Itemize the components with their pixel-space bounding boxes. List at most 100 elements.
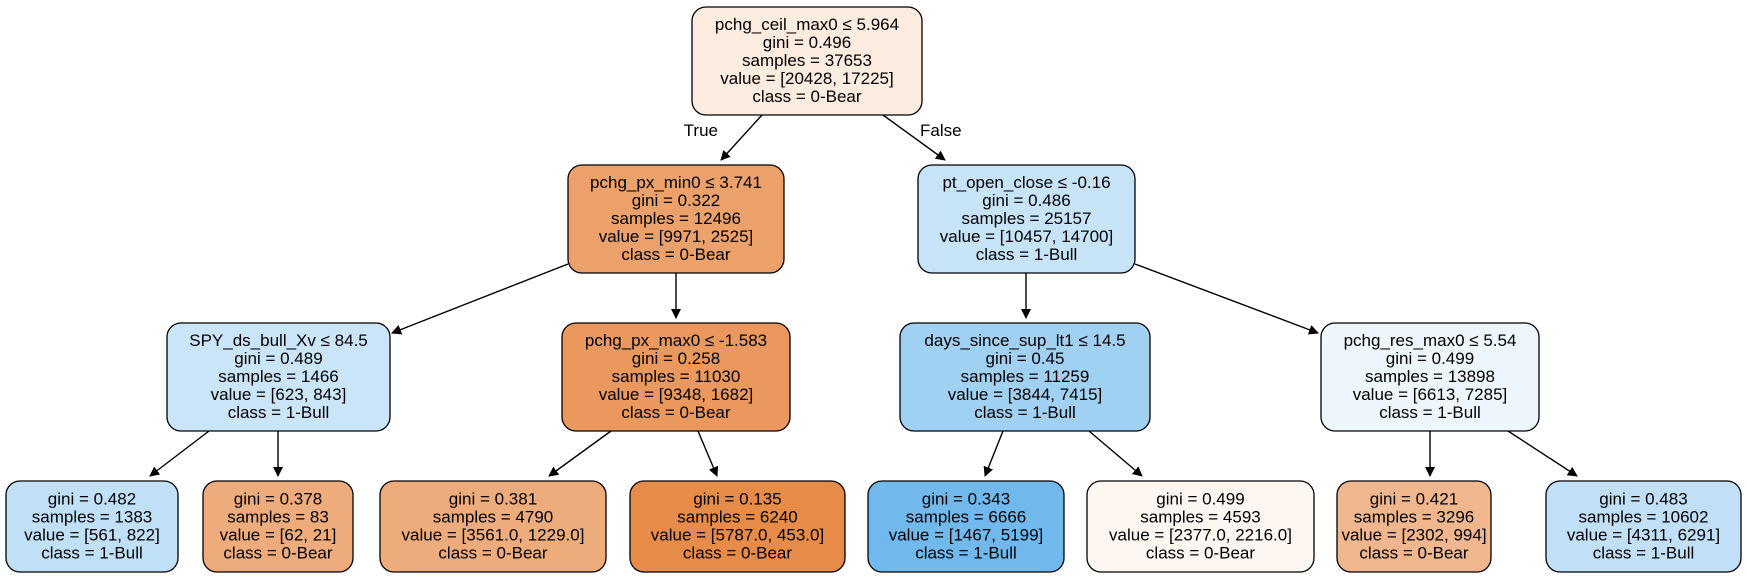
- node-gini: gini = 0.258: [632, 349, 720, 368]
- node-class: class = 1-Bull: [228, 403, 330, 422]
- edge-arrow-line: [1507, 430, 1578, 477]
- edge-label-false: False: [920, 121, 962, 140]
- node-gini: gini = 0.322: [632, 191, 720, 210]
- tree-edge-n5-n12: [1088, 430, 1143, 477]
- edge-arrow-line: [720, 114, 763, 161]
- node-gini: gini = 0.499: [1156, 490, 1244, 509]
- node-value: value = [10457, 14700]: [940, 227, 1113, 246]
- node-box: [1545, 480, 1742, 573]
- node-value: value = [2302, 994]: [1341, 526, 1486, 545]
- node-box: [1086, 480, 1315, 573]
- node-class: class = 1-Bull: [1593, 544, 1695, 563]
- node-value: value = [3844, 7415]: [948, 385, 1103, 404]
- node-box: [629, 480, 846, 573]
- node-gini: gini = 0.421: [1370, 490, 1458, 509]
- node-samples: samples = 3296: [1354, 508, 1475, 527]
- node-class: class = 1-Bull: [974, 403, 1076, 422]
- edge-arrow-line: [697, 430, 719, 477]
- node-value: value = [561, 822]: [24, 526, 160, 545]
- node-value: value = [2377.0, 2216.0]: [1109, 526, 1292, 545]
- node-class: class = 0-Bear: [223, 544, 332, 563]
- node-samples: samples = 4790: [433, 508, 554, 527]
- node-class: class = 1-Bull: [976, 245, 1078, 264]
- node-box: [5, 480, 179, 573]
- node-box: [1320, 322, 1540, 432]
- node-class: class = 1-Bull: [915, 544, 1017, 563]
- tree-edge-n6-n14: [1507, 430, 1578, 477]
- node-samples: samples = 1383: [32, 508, 153, 527]
- node-value: value = [5787.0, 453.0]: [651, 526, 824, 545]
- node-gini: gini = 0.496: [763, 33, 851, 52]
- node-gini: gini = 0.486: [982, 191, 1070, 210]
- node-class: class = 0-Bear: [1359, 544, 1468, 563]
- node-value: value = [9971, 2525]: [599, 227, 754, 246]
- node-value: value = [1467, 5199]: [889, 526, 1044, 545]
- node-samples: samples = 10602: [1579, 508, 1709, 527]
- node-samples: samples = 6240: [677, 508, 798, 527]
- node-box: [567, 164, 785, 274]
- node-gini: gini = 0.135: [693, 490, 781, 509]
- edge-arrow-line: [1088, 430, 1143, 477]
- node-split-rule: days_since_sup_lt1 ≤ 14.5: [924, 331, 1125, 350]
- node-box: [867, 480, 1065, 573]
- node-class: class = 0-Bear: [438, 544, 547, 563]
- edge-arrow-line: [882, 114, 946, 161]
- node-gini: gini = 0.499: [1386, 349, 1474, 368]
- node-samples: samples = 11259: [961, 367, 1090, 386]
- node-samples: samples = 37653: [742, 51, 872, 70]
- node-gini: gini = 0.483: [1599, 490, 1687, 509]
- node-value: value = [20428, 17225]: [720, 69, 893, 88]
- tree-edge-n4-n10: [697, 430, 719, 477]
- node-split-rule: pt_open_close ≤ -0.16: [942, 173, 1110, 192]
- node-class: class = 0-Bear: [621, 403, 730, 422]
- node-split-rule: pchg_res_max0 ≤ 5.54: [1344, 331, 1517, 350]
- edge-arrow-line: [548, 430, 612, 477]
- node-gini: gini = 0.381: [449, 490, 537, 509]
- node-value: value = [62, 21]: [220, 526, 337, 545]
- node-box: [166, 322, 391, 432]
- node-class: class = 1-Bull: [1379, 403, 1481, 422]
- node-value: value = [623, 843]: [211, 385, 347, 404]
- node-class: class = 0-Bear: [621, 245, 730, 264]
- node-box: [691, 6, 923, 116]
- node-value: value = [6613, 7285]: [1353, 385, 1508, 404]
- node-samples: samples = 83: [227, 508, 329, 527]
- tree-edge-n2-n6: [1134, 263, 1319, 335]
- node-box: [561, 322, 791, 432]
- node-class: class = 0-Bear: [752, 87, 861, 106]
- node-box: [899, 322, 1151, 432]
- node-samples: samples = 12496: [611, 209, 741, 228]
- node-split-rule: pchg_px_max0 ≤ -1.583: [585, 331, 767, 350]
- node-samples: samples = 4593: [1140, 508, 1261, 527]
- node-split-rule: SPY_ds_bull_Xv ≤ 84.5: [189, 331, 368, 350]
- tree-edge-n3-n7: [149, 430, 210, 477]
- node-samples: samples = 11030: [612, 367, 741, 386]
- node-gini: gini = 0.482: [48, 490, 136, 509]
- edge-arrow-line: [983, 430, 1004, 477]
- node-gini: gini = 0.343: [922, 490, 1010, 509]
- edge-arrow-line: [391, 263, 569, 335]
- edge-arrow-line: [149, 430, 210, 477]
- node-gini: gini = 0.378: [234, 490, 322, 509]
- node-split-rule: pchg_px_min0 ≤ 3.741: [590, 173, 762, 192]
- node-box: [1336, 480, 1492, 573]
- node-gini: gini = 0.45: [986, 349, 1065, 368]
- node-class: class = 1-Bull: [41, 544, 143, 563]
- tree-edge-n4-n9: [548, 430, 612, 477]
- tree-edge-n5-n11: [983, 430, 1004, 477]
